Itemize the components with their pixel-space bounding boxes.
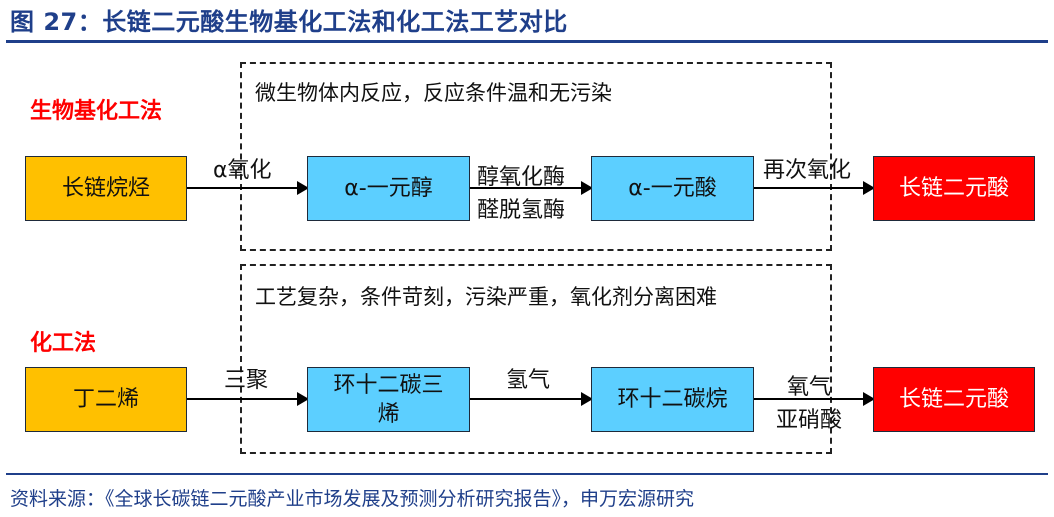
bio-arrow-1 [187, 181, 309, 195]
bio-step3-label: 再次氧化 [763, 158, 852, 183]
footer-divider [6, 473, 1048, 475]
chem-product-box: 长链二元酸 [873, 367, 1035, 432]
chem-route-section-label: 化工法 [30, 331, 97, 356]
bio-intermediate1-label: α-一元醇 [344, 176, 433, 201]
chem-route-note: 工艺复杂，条件苛刻，污染严重，氧化剂分离困难 [255, 285, 717, 309]
bio-product-label: 长链二元酸 [898, 176, 1009, 201]
bio-arrow-3 [754, 181, 875, 195]
chem-product-label: 长链二元酸 [898, 387, 1009, 412]
chem-step3-label-line1: 氧气 [787, 375, 832, 400]
bio-step2-label-line2: 醛脱氢酶 [477, 198, 566, 223]
bio-product-box: 长链二元酸 [873, 156, 1035, 221]
source-note: 资料来源：《全球长碳链二元酸产业市场发展及预测分析研究报告》，申万宏源研究 [10, 488, 695, 510]
bio-step2-label-line1: 醇氧化酶 [477, 165, 566, 190]
chem-start-box: 丁二烯 [25, 367, 187, 432]
chem-step1-label: 三聚 [224, 368, 269, 393]
figure-title: 图 27：长链二元酸生物基化工法和化工法工艺对比 [10, 8, 568, 36]
chem-intermediate1-label-line1: 环十二碳三 [333, 372, 444, 398]
chem-start-label: 丁二烯 [72, 387, 139, 412]
chem-arrow-2 [470, 392, 593, 406]
chem-intermediate1-box: 环十二碳三 烯 [307, 367, 470, 432]
bio-route-note: 微生物体内反应，反应条件温和无污染 [255, 81, 612, 105]
chem-arrow-3 [754, 392, 875, 406]
chem-intermediate2-label: 环十二碳烷 [617, 387, 728, 412]
bio-route-dashed-region [240, 62, 832, 251]
chem-step3-label-line2: 亚硝酸 [776, 408, 843, 433]
bio-arrow-2 [470, 181, 593, 195]
chem-intermediate1-label-line2: 烯 [377, 401, 400, 427]
bio-route-section-label: 生物基化工法 [30, 99, 163, 124]
bio-intermediate1-box: α-一元醇 [307, 156, 470, 221]
chem-step2-label: 氢气 [506, 368, 551, 393]
chem-intermediate2-box: 环十二碳烷 [591, 367, 754, 432]
bio-intermediate2-box: α-一元酸 [591, 156, 754, 221]
title-divider [6, 40, 1048, 43]
bio-start-box: 长链烷烃 [25, 156, 187, 221]
bio-start-label: 长链烷烃 [61, 176, 150, 201]
chem-route-dashed-region [240, 264, 832, 454]
bio-intermediate2-label: α-一元酸 [628, 176, 717, 201]
chem-arrow-1 [187, 392, 309, 406]
bio-step1-label: α氧化 [213, 158, 272, 183]
